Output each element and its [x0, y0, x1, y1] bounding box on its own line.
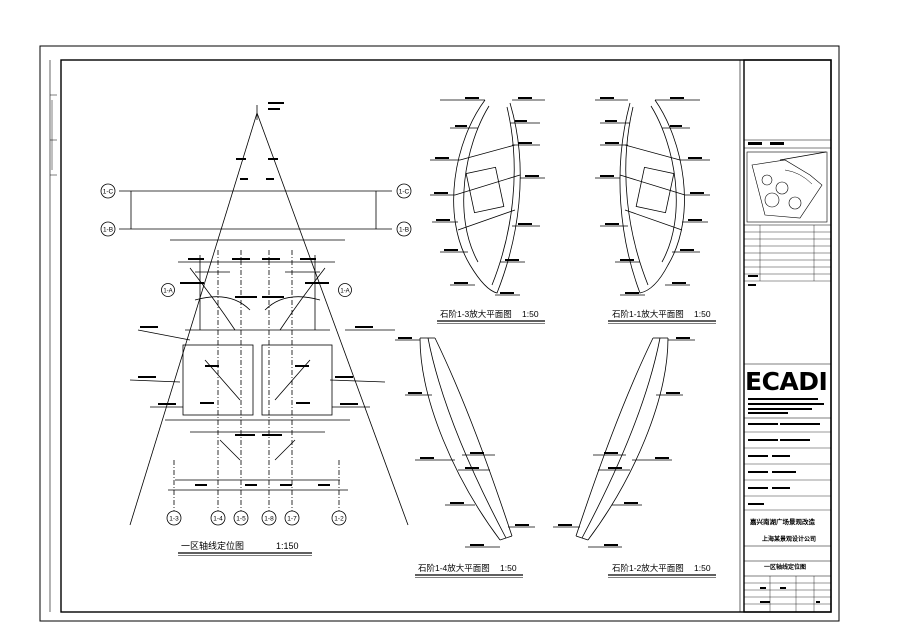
svg-text:石阶1-4放大平面图: 石阶1-4放大平面图: [418, 563, 490, 573]
svg-text:1:50: 1:50: [522, 309, 539, 319]
svg-text:ECADI: ECADI: [745, 367, 827, 396]
main-plan-annotations: [138, 102, 373, 486]
axis-bubble-1-C-right: 1-C: [396, 183, 412, 199]
svg-text:1-A: 1-A: [163, 289, 172, 295]
inner-border: [60, 59, 832, 613]
svg-text:1:150: 1:150: [276, 541, 299, 551]
detail-1-1-plan: [595, 99, 710, 296]
svg-text:1-B: 1-B: [103, 227, 113, 234]
outer-border: [39, 45, 840, 622]
svg-text:嘉兴南湖广场景观改造: 嘉兴南湖广场景观改造: [749, 517, 816, 526]
svg-text:1-2: 1-2: [334, 516, 344, 523]
subproject-name: 上海某景观设计公司: [762, 535, 816, 543]
svg-text:1-B: 1-B: [399, 227, 409, 234]
detail-1-4-annotations: [398, 337, 529, 546]
axis-bubble-1-7: 1-7: [284, 510, 300, 526]
drawing-name: 一区轴线定位图: [764, 563, 806, 571]
svg-text:一区轴线定位图: 一区轴线定位图: [181, 540, 244, 551]
detail-1-3-plan: [430, 99, 545, 296]
detail-1-2-title: 石阶1-2放大平面图 1:50: [608, 563, 716, 578]
detail-1-4-title: 石阶1-4放大平面图 1:50: [415, 563, 523, 578]
svg-text:上海某景观设计公司: 上海某景观设计公司: [762, 535, 816, 543]
detail-1-2-plan: [553, 337, 695, 548]
company-logo: ECADI: [745, 367, 828, 396]
svg-text:石阶1-2放大平面图: 石阶1-2放大平面图: [612, 563, 684, 573]
axis-bubble-1-A-right: 1-A: [338, 283, 352, 297]
svg-text:石阶1-3放大平面图: 石阶1-3放大平面图: [440, 309, 512, 319]
svg-text:1-5: 1-5: [236, 516, 246, 523]
axis-bubble-1-2: 1-2: [331, 510, 347, 526]
svg-text:1:50: 1:50: [500, 563, 517, 573]
svg-text:1:50: 1:50: [694, 563, 711, 573]
axis-bubble-1-A-left: 1-A: [161, 283, 175, 297]
svg-text:1-7: 1-7: [287, 516, 297, 523]
svg-text:石阶1-1放大平面图: 石阶1-1放大平面图: [612, 309, 684, 319]
svg-text:1-C: 1-C: [399, 189, 410, 196]
svg-text:一区轴线定位图: 一区轴线定位图: [764, 563, 806, 571]
axis-bubble-1-B-left: 1-B: [100, 221, 116, 237]
detail-1-2-annotations: [558, 337, 690, 546]
detail-1-1-annotations: [600, 97, 704, 294]
title-block-fine-print: [748, 142, 824, 603]
axis-bubble-1-4: 1-4: [210, 510, 226, 526]
axis-bubble-1-B-right: 1-B: [396, 221, 412, 237]
key-plan-thumbnail: [751, 151, 827, 219]
svg-text:1-C: 1-C: [103, 189, 114, 196]
svg-text:1:50: 1:50: [694, 309, 711, 319]
detail-1-4-plan: [395, 337, 535, 548]
axis-bubble-1-C-left: 1-C: [100, 183, 116, 199]
svg-text:1-A: 1-A: [340, 289, 349, 295]
detail-1-3-annotations: [434, 97, 539, 294]
project-name: 嘉兴南湖广场景观改造: [749, 517, 816, 526]
svg-text:1-8: 1-8: [264, 516, 274, 523]
main-plan-title: 一区轴线定位图 1:150: [178, 540, 312, 556]
axis-bubble-1-5: 1-5: [233, 510, 249, 526]
main-axis-plan: [119, 105, 409, 526]
title-block: [739, 59, 832, 613]
svg-text:1-3: 1-3: [169, 516, 179, 523]
detail-1-3-title: 石阶1-3放大平面图 1:50: [437, 309, 545, 324]
axis-bubble-1-3: 1-3: [166, 510, 182, 526]
axis-bubble-1-8: 1-8: [261, 510, 277, 526]
svg-text:1-4: 1-4: [213, 516, 223, 523]
detail-1-1-title: 石阶1-1放大平面图 1:50: [608, 309, 716, 324]
left-margin-ticks: [50, 94, 57, 176]
